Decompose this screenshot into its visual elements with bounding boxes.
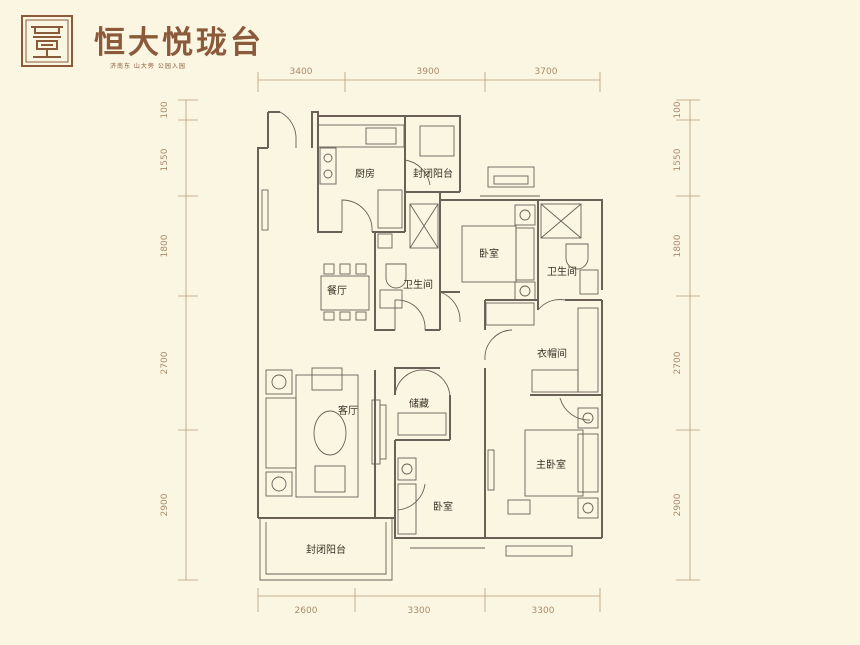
brand-seal-logo — [21, 15, 73, 67]
dim-top-1: 3400 — [290, 67, 313, 77]
dim-bottom-3: 3300 — [532, 606, 555, 616]
room-bedroom-1: 卧室 — [479, 247, 499, 260]
brand-subtitle: 济南东 山大旁 公园入园 — [110, 63, 186, 70]
room-balcony-top: 封闭阳台 — [413, 167, 453, 180]
room-storage: 储藏 — [409, 397, 429, 410]
dim-right-2: 1550 — [673, 148, 683, 171]
doors — [279, 111, 591, 511]
room-bedroom-2: 卧室 — [433, 500, 453, 513]
room-bathroom-1: 卫生间 — [403, 278, 433, 291]
room-living: 客厅 — [338, 404, 358, 417]
dim-left-1: 100 — [160, 101, 170, 118]
dim-bottom-1: 2600 — [295, 606, 318, 616]
room-walk-in-closet: 衣帽间 — [537, 347, 567, 360]
dim-bottom-2: 3300 — [408, 606, 431, 616]
room-dining: 餐厅 — [327, 284, 347, 297]
room-labels: 厨房 封闭阳台 餐厅 卫生间 卧室 卫生间 衣帽间 客厅 储藏 主卧室 卧室 封… — [306, 167, 577, 556]
room-kitchen: 厨房 — [355, 167, 375, 180]
brand-title: 恒大悦珑台 — [94, 25, 264, 61]
room-master-bedroom: 主卧室 — [536, 458, 566, 471]
room-bathroom-2: 卫生间 — [547, 265, 577, 278]
bottom-dimension-line: 2600 3300 3300 — [257, 588, 601, 616]
dim-right-1: 100 — [673, 101, 683, 118]
room-balcony-bottom: 封闭阳台 — [306, 543, 346, 556]
furniture — [265, 124, 599, 535]
dim-left-2: 1550 — [160, 148, 170, 171]
right-dimension-line: 100 1550 1800 2700 2900 — [673, 99, 700, 581]
dim-right-4: 2700 — [673, 351, 683, 374]
dim-right-5: 2900 — [673, 493, 683, 516]
dim-top-3: 3700 — [535, 67, 558, 77]
walls — [257, 111, 603, 581]
dim-left-4: 2700 — [160, 351, 170, 374]
left-dimension-line: 100 1550 1800 2700 2900 — [160, 99, 198, 581]
dim-left-3: 1800 — [160, 234, 170, 257]
dim-right-3: 1800 — [673, 234, 683, 257]
dim-left-5: 2900 — [160, 493, 170, 516]
dim-top-2: 3900 — [417, 67, 440, 77]
top-dimension-line: 3400 3900 3700 — [257, 67, 601, 92]
